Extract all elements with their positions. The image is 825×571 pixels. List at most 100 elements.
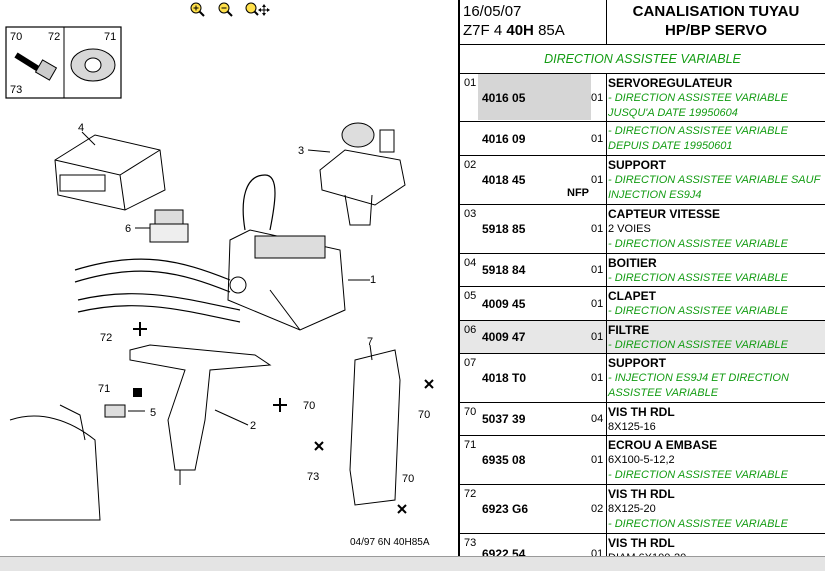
callout-label: 2 bbox=[250, 420, 256, 432]
servo-valve-part bbox=[227, 229, 346, 331]
part-position: 01 bbox=[464, 77, 477, 89]
part-reference: 4018 T0 bbox=[482, 371, 527, 385]
bolt-icon bbox=[14, 52, 58, 81]
part-quantity: 01 bbox=[591, 454, 604, 466]
part-description: VIS TH RDLDIAM 6X100-20 bbox=[608, 536, 686, 556]
callout-label: 70 bbox=[418, 409, 430, 421]
part-quantity: 01 bbox=[591, 548, 604, 556]
part-row[interactable]: 04 5918 84 01 BOITIER- DIRECTION ASSISTEE V… bbox=[460, 254, 825, 287]
part-row[interactable]: 73 6922 54 01 VIS TH RDLDIAM 6X100-20 bbox=[460, 534, 825, 556]
callout-label: 70 bbox=[303, 400, 315, 412]
relay-box-part bbox=[54, 134, 166, 211]
nfp-badge: NFP bbox=[567, 187, 589, 199]
parts-list-panel: 16/05/07 Z7F 4 40H 85A CANALISATION TUYA… bbox=[460, 0, 825, 556]
part-description: SERVOREGULATEUR- DIRECTION ASSISTEE VARI… bbox=[608, 76, 788, 119]
page-title: CANALISATION TUYAU HP/BP SERVO bbox=[632, 3, 800, 39]
part-position: 02 bbox=[464, 159, 477, 171]
callout-label: 73 bbox=[307, 471, 319, 483]
callout-label: 70 bbox=[10, 31, 22, 43]
zoom-out-icon[interactable] bbox=[216, 0, 234, 18]
part-reference: 4016 09 bbox=[482, 132, 526, 146]
part-description: CLAPET- DIRECTION ASSISTEE VARIABLE bbox=[608, 289, 788, 317]
part-position: 06 bbox=[464, 324, 477, 336]
part-quantity: 01 bbox=[591, 331, 604, 343]
check-valve-part bbox=[104, 404, 126, 418]
part-quantity: 01 bbox=[591, 223, 604, 235]
part-reference: 4018 45 bbox=[482, 173, 526, 187]
part-reference: 5037 39 bbox=[482, 412, 526, 426]
part-quantity: 01 bbox=[591, 372, 604, 384]
callout-label: 5 bbox=[150, 407, 156, 419]
selected-row-highlight bbox=[478, 74, 591, 120]
callout-label: 72 bbox=[100, 332, 112, 344]
page-subtitle: DIRECTION ASSISTEE VARIABLE bbox=[460, 45, 825, 74]
callout-label: 3 bbox=[298, 145, 304, 157]
part-reference: 4009 47 bbox=[482, 330, 526, 344]
callout-label: 73 bbox=[10, 84, 22, 96]
part-position: 72 bbox=[464, 488, 477, 500]
part-reference: 5918 84 bbox=[482, 263, 526, 277]
panel-divider bbox=[458, 0, 460, 556]
part-row[interactable]: 06 4009 47 01 FILTRE- DIRECTION ASSISTEE VA… bbox=[460, 321, 825, 354]
fitting-part bbox=[149, 209, 189, 243]
washer-nut-icon bbox=[70, 48, 116, 82]
part-description: SUPPORT- DIRECTION ASSISTEE VARIABLE SAU… bbox=[608, 158, 821, 201]
part-row[interactable]: 07 4018 T0 01 SUPPORT- INJECTION ES9J4 ET D… bbox=[460, 354, 825, 403]
parts-header: 16/05/07 Z7F 4 40H 85A CANALISATION TUYA… bbox=[460, 0, 825, 45]
part-quantity: 02 bbox=[591, 503, 604, 515]
header-model: Z7F 4 40H 85A bbox=[463, 22, 565, 39]
part-reference: 6922 54 bbox=[482, 547, 526, 556]
part-quantity: 04 bbox=[591, 413, 604, 425]
part-quantity: 01 bbox=[591, 174, 604, 186]
diagram-footer: 04/97 6N 40H85A bbox=[350, 537, 430, 548]
part-reference: 5918 85 bbox=[482, 222, 526, 236]
part-position: 04 bbox=[464, 257, 477, 269]
diagram-toolbar bbox=[188, 0, 270, 18]
part-description: BOITIER- DIRECTION ASSISTEE VARIABLE bbox=[608, 256, 788, 284]
callout-label: 72 bbox=[48, 31, 60, 43]
part-reference: 4009 45 bbox=[482, 297, 526, 311]
part-quantity: 01 bbox=[591, 133, 604, 145]
callout-label: 7 bbox=[367, 336, 373, 348]
part-reference: 6935 08 bbox=[482, 453, 526, 467]
part-description: FILTRE- DIRECTION ASSISTEE VARIABLE bbox=[608, 323, 788, 351]
part-position: 07 bbox=[464, 357, 477, 369]
callout-label: 70 bbox=[402, 473, 414, 485]
callout-label: 71 bbox=[104, 31, 116, 43]
speed-sensor-part bbox=[319, 122, 406, 226]
zoom-pan-icon[interactable] bbox=[244, 0, 270, 18]
part-quantity: 01 bbox=[591, 298, 604, 310]
callout-label: 1 bbox=[370, 274, 376, 286]
part-reference: 6923 G6 bbox=[482, 502, 529, 516]
status-bar bbox=[0, 556, 825, 571]
callout-label: 4 bbox=[78, 122, 84, 134]
part-quantity: 01 bbox=[591, 264, 604, 276]
injection-support-part bbox=[349, 344, 401, 506]
part-position: 05 bbox=[464, 290, 477, 302]
callout-label: 71 bbox=[98, 383, 110, 395]
part-position: 03 bbox=[464, 208, 477, 220]
parts-table: 01 4016 05 01 SERVOREGULATEUR- DIRECTION AS… bbox=[460, 74, 825, 556]
part-position: 71 bbox=[464, 439, 477, 451]
part-row[interactable]: 05 4009 45 01 CLAPET- DIRECTION ASSISTEE VA… bbox=[460, 287, 825, 321]
zoom-in-icon[interactable] bbox=[188, 0, 206, 18]
header-date: 16/05/07 bbox=[463, 3, 522, 20]
part-position: 73 bbox=[464, 537, 477, 549]
part-position: 70 bbox=[464, 406, 477, 418]
part-reference: 4016 05 bbox=[482, 91, 526, 105]
